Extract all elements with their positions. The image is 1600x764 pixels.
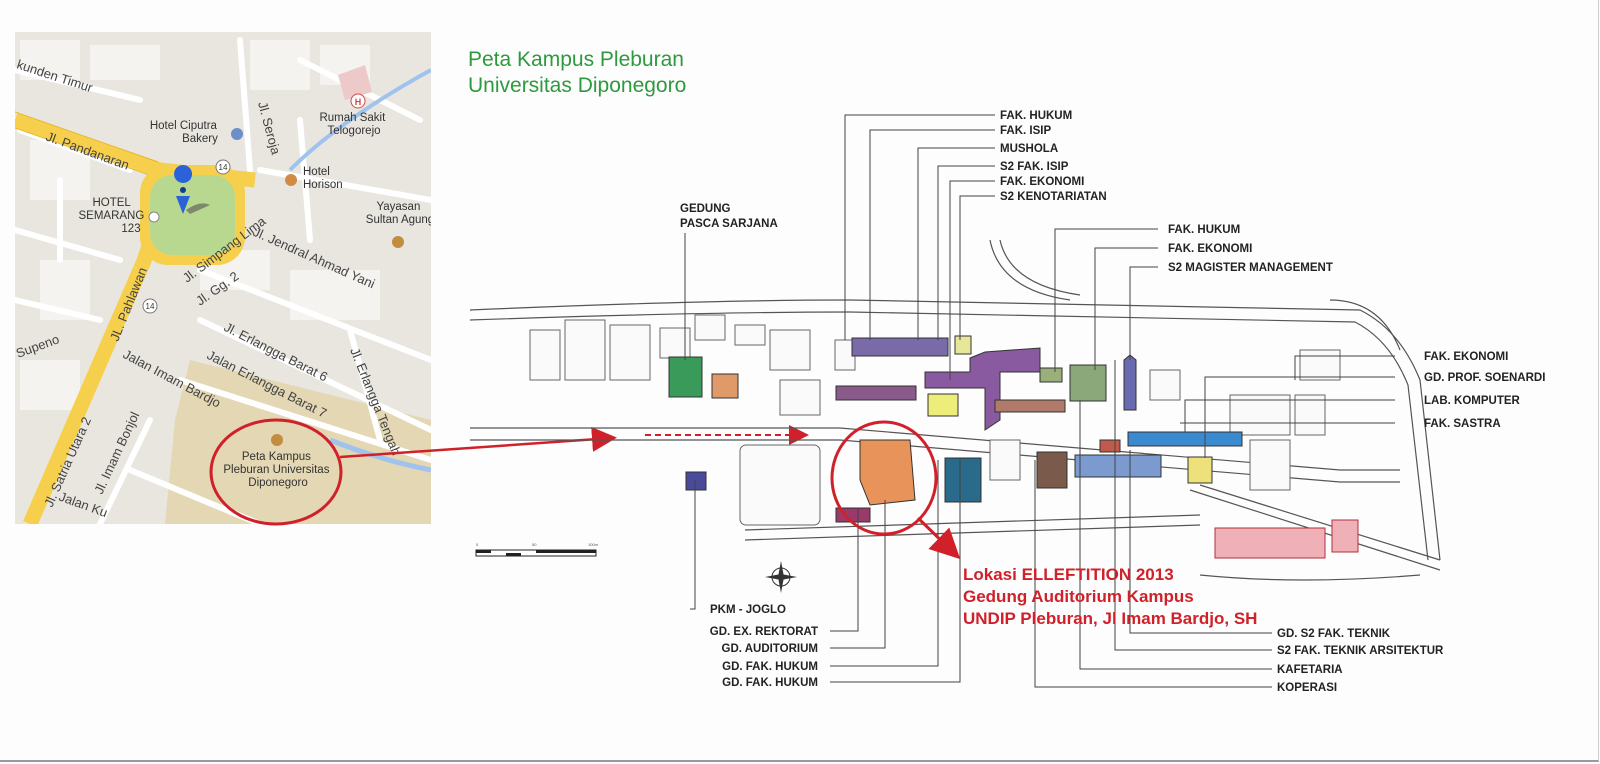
street-map[interactable]: 14 14 H Jl. Pandanaran Jl. Simpang Lima … (14, 32, 434, 524)
svg-text:GD. AUDITORIUM: GD. AUDITORIUM (722, 643, 818, 655)
svg-text:FAK. ISIP: FAK. ISIP (1000, 125, 1051, 137)
hospital-icon (350, 93, 366, 109)
building-mushola[interactable] (954, 335, 972, 355)
building-labels-bottom-left: PKM - JOGLO GD. EX. REKTORAT GD. AUDITOR… (710, 604, 818, 689)
scale-bar: 0 50 100m (475, 542, 599, 557)
poi-label: Hotel Ciputra Bakery (150, 120, 220, 145)
poi-label: HOTEL SEMARANG 123 (78, 197, 147, 235)
svg-text:GD. PROF. SOENARDI: GD. PROF. SOENARDI (1424, 372, 1545, 384)
poi-label: Hotel Horison (303, 166, 343, 191)
poi-label: Yayasan Sultan Agung (366, 201, 434, 226)
building-soenardi[interactable] (1187, 456, 1213, 484)
highlight-circle (209, 418, 343, 526)
poi-label: Rumah Sakit Telogorejo (319, 112, 388, 137)
school-icon (271, 434, 283, 446)
svg-text:FAK. EKONOMI: FAK. EKONOMI (1168, 243, 1252, 255)
svg-text:FAK. SASTRA: FAK. SASTRA (1424, 418, 1501, 430)
svg-text:GD. EX. REKTORAT: GD. EX. REKTORAT (710, 626, 818, 638)
building[interactable] (835, 385, 917, 401)
svg-text:14: 14 (219, 163, 228, 172)
building[interactable] (1331, 519, 1359, 553)
route-shield-icon: 14 (215, 159, 231, 175)
svg-text:H: H (355, 97, 362, 107)
building[interactable] (944, 457, 982, 503)
svg-text:FAK. HUKUM: FAK. HUKUM (1000, 110, 1072, 122)
building-fak-hukum[interactable] (851, 337, 949, 357)
svg-text:S2 FAK. TEKNIK ARSITEKTUR: S2 FAK. TEKNIK ARSITEKTUR (1277, 645, 1444, 657)
building-fak-ekonomi[interactable] (924, 347, 1041, 431)
svg-text:KOPERASI: KOPERASI (1277, 682, 1337, 694)
event-location-note: Lokasi ELLEFTITION 2013 Gedung Auditoriu… (963, 565, 1257, 628)
svg-text:GD. FAK. HUKUM: GD. FAK. HUKUM (722, 677, 818, 689)
building[interactable] (1039, 367, 1063, 383)
building[interactable] (1123, 354, 1137, 411)
svg-text:FAK. EKONOMI: FAK. EKONOMI (1424, 351, 1508, 363)
svg-text:PKM - JOGLO: PKM - JOGLO (710, 604, 786, 616)
bakery-icon (231, 128, 243, 140)
building[interactable] (1099, 439, 1121, 453)
svg-text:S2 FAK. ISIP: S2 FAK. ISIP (1000, 161, 1069, 173)
poi-label: Peta Kampus Pleburan Universitas Diponeg… (223, 451, 332, 489)
building[interactable] (994, 399, 1066, 413)
svg-text:FAK. EKONOMI: FAK. EKONOMI (1000, 176, 1084, 188)
campus-map-title: Peta Kampus Pleburan Universitas Diponeg… (468, 48, 690, 97)
building-labels-mid: FAK. HUKUM FAK. EKONOMI S2 MAGISTER MANA… (1168, 224, 1333, 274)
compass-icon (765, 561, 797, 593)
building-labels-right: FAK. EKONOMI GD. PROF. SOENARDI LAB. KOM… (1424, 351, 1545, 430)
svg-text:GD. FAK. HUKUM: GD. FAK. HUKUM (722, 661, 818, 673)
svg-text:100m: 100m (588, 542, 599, 547)
route-shield-icon: 14 (142, 298, 158, 314)
building-labels-bottom-right: GD. S2 FAK. TEKNIK S2 FAK. TEKNIK ARSITE… (1277, 628, 1444, 694)
building-lab[interactable] (1127, 431, 1243, 447)
svg-text:S2 KENOTARIATAN: S2 KENOTARIATAN (1000, 191, 1107, 203)
svg-text:S2 MAGISTER MANAGEMENT: S2 MAGISTER MANAGEMENT (1168, 262, 1333, 274)
svg-text:FAK. HUKUM: FAK. HUKUM (1168, 224, 1240, 236)
building[interactable] (711, 373, 739, 399)
school-icon (392, 236, 404, 248)
building-teknik[interactable] (1214, 527, 1326, 559)
building[interactable] (927, 393, 959, 417)
building[interactable] (1074, 454, 1162, 478)
svg-text:0: 0 (476, 542, 479, 547)
connector-arrow (339, 426, 617, 459)
svg-text:LAB. KOMPUTER: LAB. KOMPUTER (1424, 395, 1521, 407)
highlight-circle (830, 420, 938, 536)
svg-text:50: 50 (532, 542, 537, 547)
callout-arrow (916, 516, 961, 560)
label-pasca-sarjana: GEDUNG PASCA SARJANA (680, 203, 778, 230)
svg-text:GD. S2 FAK. TEKNIK: GD. S2 FAK. TEKNIK (1277, 628, 1391, 640)
building[interactable] (1036, 451, 1068, 489)
svg-text:14: 14 (146, 302, 155, 311)
building-s2[interactable] (1069, 364, 1107, 402)
building-pasca[interactable] (668, 356, 703, 398)
hotel-icon (285, 174, 297, 186)
svg-text:MUSHOLA: MUSHOLA (1000, 143, 1058, 155)
building-pkm[interactable] (685, 471, 707, 491)
building-labels-top: FAK. HUKUM FAK. ISIP MUSHOLA S2 FAK. ISI… (1000, 110, 1107, 203)
hotel-icon (148, 211, 160, 223)
svg-text:KAFETARIA: KAFETARIA (1277, 664, 1343, 676)
building-auditorium[interactable] (859, 439, 916, 506)
campus-map[interactable]: Peta Kampus Pleburan Universitas Diponeg… (468, 48, 1545, 694)
